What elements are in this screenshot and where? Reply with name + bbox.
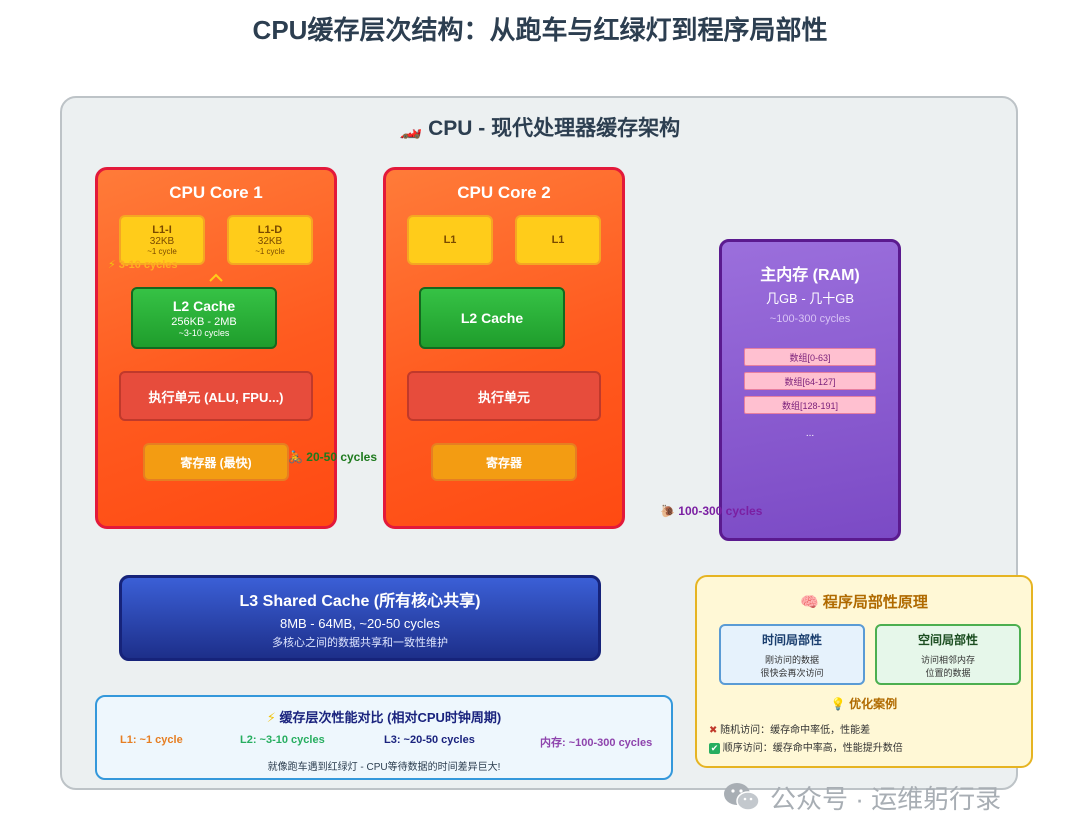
watermark: 公众号 · 运维躬行录 — [722, 778, 1052, 816]
wechat-icon — [724, 783, 760, 811]
performance-title: ⚡ 缓存层次性能对比 (相对CPU时钟周期) — [95, 707, 673, 726]
ram-block: 数组[128-191] — [744, 396, 876, 414]
good-case-text: 顺序访问：缓存命中率高，性能提升数倍 — [722, 743, 903, 754]
ram-title: 主内存 (RAM) — [760, 267, 860, 284]
core-2-l1-cache-a: L1 — [407, 215, 493, 265]
l1i-size: 32KB — [149, 236, 175, 247]
spatial-line2: 位置的数据 — [925, 667, 971, 678]
perf-item-l2: L2: ~3-10 cycles — [240, 734, 325, 746]
ram-more: ... — [805, 428, 815, 439]
l1i-cycles: ~1 cycle — [147, 247, 177, 256]
core-1-l2-name: L2 Cache — [172, 298, 236, 314]
cpu-title: 🏎️ CPU - 现代处理器缓存架构 — [0, 112, 1080, 142]
l3-latency-label: 🚴 20-50 cycles — [288, 450, 377, 464]
cyclist-icon: 🚴 — [288, 450, 303, 464]
brain-icon: 🧠 — [800, 594, 819, 611]
l3-desc: 多核心之间的数据共享和一致性维护 — [272, 636, 448, 649]
lightning-icon: ⚡ — [108, 259, 116, 271]
ram-latency-label: 🐌 100-300 cycles — [660, 504, 762, 518]
core-2-execution-unit: 执行单元 — [407, 371, 601, 421]
lightbulb-icon: 💡 — [830, 697, 846, 711]
ram-size: 几GB - 几十GB — [765, 291, 855, 306]
ram-block: 数组[0-63] — [744, 348, 876, 366]
perf-item-l1: L1: ~1 cycle — [120, 734, 183, 746]
performance-comparison-panel — [95, 695, 673, 780]
l2-latency-text: 3-10 cycles — [118, 259, 178, 271]
core-1-l1d-cache: L1-D 32KB ~1 cycle — [227, 215, 313, 265]
ram-cycles: ~100-300 cycles — [769, 313, 851, 325]
l1i-name: L1-I — [152, 224, 172, 236]
watermark-text: 公众号 · 运维躬行录 — [770, 783, 1002, 814]
cross-icon: ✖ — [709, 725, 718, 736]
core-2-registers: 寄存器 — [431, 443, 577, 481]
check-icon: ✔ — [709, 743, 720, 754]
core-1-l1i-cache: L1-I 32KB ~1 cycle — [119, 215, 205, 265]
core-1-registers: 寄存器 (最快) — [143, 443, 289, 481]
bad-case: ✖ 随机访问：缓存命中率低，性能差 — [709, 721, 870, 736]
snail-icon: 🐌 — [660, 504, 675, 518]
optimization-case-title: 💡 优化案例 — [695, 695, 1033, 712]
core-2-l1a-name: L1 — [443, 234, 457, 246]
main-memory-ram — [719, 239, 901, 541]
cpu-title-label: CPU - 现代处理器缓存架构 — [428, 117, 681, 140]
spatial-locality-box: 空间局部性 访问相邻内存 位置的数据 — [875, 624, 1021, 685]
core-1-execution-unit: 执行单元 (ALU, FPU...) — [119, 371, 313, 421]
ram-latency-text: 100-300 cycles — [678, 504, 763, 518]
performance-title-text: 缓存层次性能对比 (相对CPU时钟周期) — [279, 710, 502, 725]
l3-shared-cache: L3 Shared Cache (所有核心共享) 8MB - 64MB, ~20… — [119, 575, 601, 661]
optimization-case-text: 优化案例 — [849, 697, 898, 711]
core-1-l2-size: 256KB - 2MB — [171, 316, 237, 328]
spatial-line1: 访问相邻内存 — [920, 654, 975, 665]
l1d-cycles: ~1 cycle — [255, 247, 285, 256]
temporal-line1: 刚访问的数据 — [764, 654, 819, 665]
core-2-l2-name: L2 Cache — [460, 310, 524, 326]
perf-item-ram: 内存: ~100-300 cycles — [540, 737, 653, 749]
locality-title: 🧠 程序局部性原理 — [695, 591, 1033, 612]
bad-case-text: 随机访问：缓存命中率低，性能差 — [720, 725, 871, 736]
temporal-locality-box: 时间局部性 刚访问的数据 很快会再次访问 — [719, 624, 865, 685]
core-1-l2-cache: L2 Cache 256KB - 2MB ~3-10 cycles — [131, 287, 277, 349]
l1d-size: 32KB — [257, 236, 283, 247]
temporal-title: 时间局部性 — [761, 632, 822, 647]
core-2-title: CPU Core 2 — [457, 183, 551, 202]
temporal-line2: 很快会再次访问 — [760, 667, 824, 678]
core-1-title: CPU Core 1 — [169, 183, 263, 202]
l1-to-l2-arrow-icon — [209, 273, 223, 282]
l3-title: L3 Shared Cache (所有核心共享) — [239, 592, 481, 610]
core-2-l1b-name: L1 — [551, 234, 565, 246]
page-title: CPU缓存层次结构：从跑车与红绿灯到程序局部性 — [252, 15, 828, 45]
core-2-l2-cache: L2 Cache — [419, 287, 565, 349]
perf-item-l3: L3: ~20-50 cycles — [384, 734, 475, 746]
l3-size: 8MB - 64MB, ~20-50 cycles — [279, 615, 441, 631]
performance-note: 就像跑车遇到红绿灯 - CPU等待数据的时间差异巨大! — [267, 762, 501, 773]
locality-title-text: 程序局部性原理 — [822, 594, 928, 611]
l3-latency-text: 20-50 cycles — [306, 450, 378, 464]
l1d-name: L1-D — [257, 224, 283, 236]
core-1-l2-cycles: ~3-10 cycles — [178, 328, 230, 338]
race-car-icon: 🏎️ — [399, 119, 423, 139]
spatial-title: 空间局部性 — [917, 632, 978, 647]
ram-block: 数组[64-127] — [744, 372, 876, 390]
l2-latency-label: ⚡ 3-10 cycles — [108, 258, 178, 271]
lightning-icon: ⚡ — [266, 710, 276, 725]
core-2-l1-cache-b: L1 — [515, 215, 601, 265]
good-case: ✔ 顺序访问：缓存命中率高，性能提升数倍 — [709, 739, 903, 754]
